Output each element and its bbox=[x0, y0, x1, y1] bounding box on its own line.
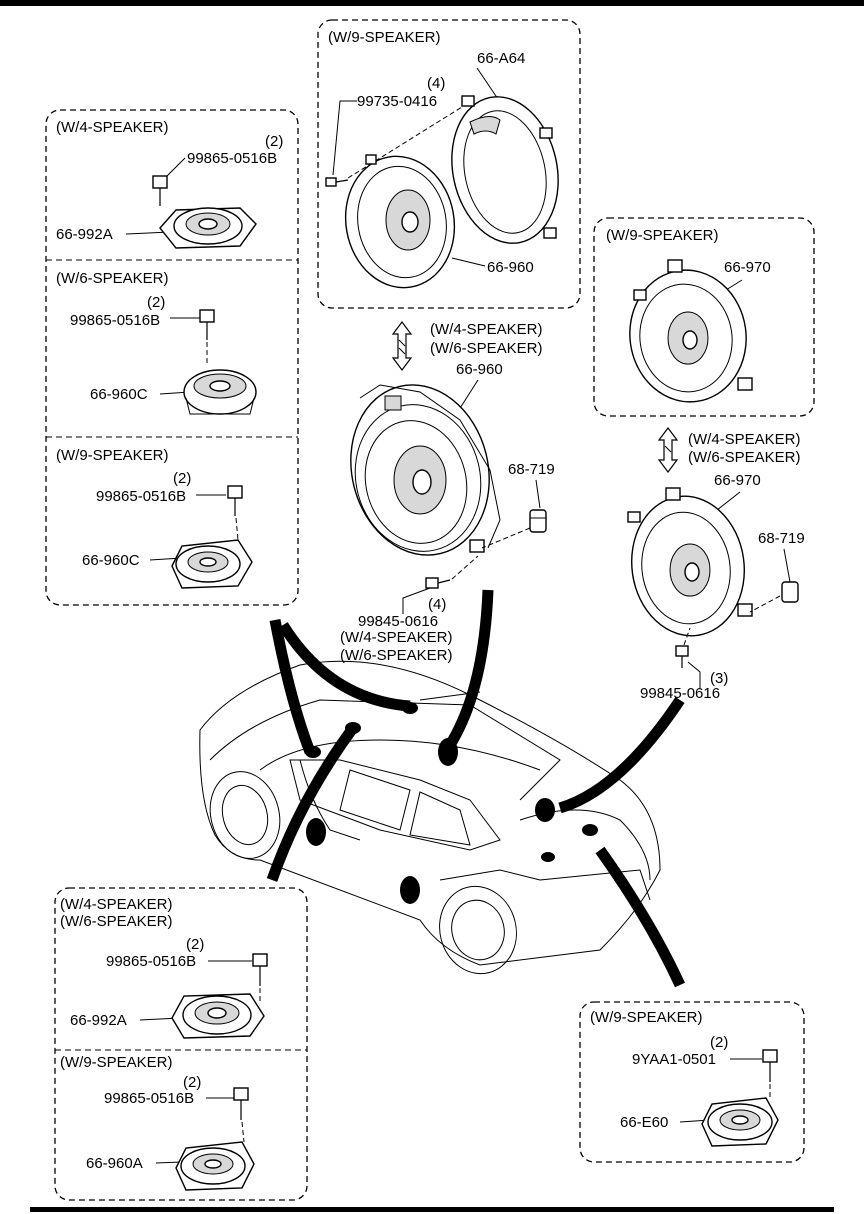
tweeter-part-number: 66-960A bbox=[86, 1155, 143, 1172]
qty-label: (2) bbox=[173, 470, 191, 487]
speaker-location-markers bbox=[305, 702, 598, 904]
box-title: (W/9-SPEAKER) bbox=[606, 227, 719, 244]
bolt-part-number: 99845-0616 bbox=[640, 685, 720, 702]
tweeter-icon bbox=[183, 369, 257, 415]
speaker-part-number: 66-960 bbox=[487, 259, 534, 276]
bolt-icon bbox=[233, 1087, 249, 1120]
tweeter-icon bbox=[175, 1141, 255, 1191]
variant-note: (W/6-SPEAKER) bbox=[430, 340, 543, 357]
variant-note: (W/4-SPEAKER) bbox=[688, 431, 801, 448]
clip-part-number: 68-719 bbox=[508, 461, 555, 478]
clip-part-number: 68-719 bbox=[758, 530, 805, 547]
speaker-bracket-icon bbox=[451, 95, 559, 244]
bolt-icon bbox=[199, 309, 215, 340]
qty-label: (4) bbox=[428, 596, 446, 613]
bolt-part-number: 99865-0516B bbox=[70, 312, 160, 329]
variant-note: (W/6-SPEAKER) bbox=[688, 449, 801, 466]
center-assembly: (W/4-SPEAKER) (W/6-SPEAKER) 66-960 68-71… bbox=[340, 321, 555, 664]
bolt-icon bbox=[152, 175, 168, 206]
speaker-part-number: 66-970 bbox=[714, 472, 761, 489]
speaker-icon bbox=[629, 259, 753, 403]
bolt-part-number: 99865-0516B bbox=[106, 953, 196, 970]
bolt-part-number: 99865-0516B bbox=[187, 150, 277, 167]
box-title: (W/4-SPEAKER) bbox=[60, 896, 173, 913]
bolt-icon bbox=[675, 645, 689, 668]
bolt-icon bbox=[227, 485, 243, 516]
variant-note: (W/4-SPEAKER) bbox=[430, 321, 543, 338]
box-title: (W/9-SPEAKER) bbox=[56, 447, 169, 464]
bolt-part-number: 99845-0616 bbox=[358, 613, 438, 630]
bolt-icon bbox=[252, 953, 268, 986]
tweeter-icon bbox=[171, 993, 265, 1039]
box-left: (W/4-SPEAKER) (2) 99865-0516B 66-992A (W… bbox=[45, 109, 299, 606]
box-title: (W/9-SPEAKER) bbox=[590, 1009, 703, 1026]
box-bottom-right: (W/9-SPEAKER) (2) 9YAA1-0501 66-E60 bbox=[579, 1001, 805, 1163]
box-bottom-left: (W/4-SPEAKER) (W/6-SPEAKER) (2) 99865-05… bbox=[54, 887, 308, 1201]
qty-label: (2) bbox=[183, 1074, 201, 1091]
vehicle-illustration bbox=[199, 589, 685, 988]
box-title: (W/6-SPEAKER) bbox=[60, 913, 173, 930]
tweeter-part-number: 66-960C bbox=[82, 552, 140, 569]
box-top-center: (W/9-SPEAKER) (4) 99735-0416 66-A64 66-9… bbox=[317, 19, 581, 309]
qty-label: (2) bbox=[710, 1034, 728, 1051]
box-right: (W/9-SPEAKER) 66-970 bbox=[593, 217, 815, 417]
speaker-part-number: 66-960 bbox=[456, 361, 503, 378]
tweeter-icon bbox=[171, 539, 253, 589]
bolt-icon bbox=[325, 177, 349, 187]
bolt-part-number: 9YAA1-0501 bbox=[632, 1051, 716, 1068]
speaker-icon bbox=[344, 154, 456, 289]
top-border bbox=[0, 0, 864, 6]
bolt-part-number: 99735-0416 bbox=[357, 93, 437, 110]
tweeter-part-number: 66-992A bbox=[56, 226, 113, 243]
clip-icon bbox=[781, 581, 799, 603]
right-assembly: (W/4-SPEAKER) (W/6-SPEAKER) 66-970 68-71… bbox=[627, 427, 805, 702]
qty-label: (2) bbox=[186, 936, 204, 953]
qty-label: (2) bbox=[147, 294, 165, 311]
swap-arrow-icon bbox=[391, 321, 413, 371]
tweeter-icon bbox=[159, 207, 257, 249]
box-title: (W/4-SPEAKER) bbox=[56, 119, 169, 136]
box-title: (W/9-SPEAKER) bbox=[328, 29, 441, 46]
clip-icon bbox=[529, 509, 547, 533]
tweeter-part-number: 66-960C bbox=[90, 386, 148, 403]
bracket-part-number: 66-A64 bbox=[477, 50, 525, 67]
swap-arrow-icon bbox=[657, 427, 679, 473]
bolt-icon bbox=[762, 1049, 778, 1082]
bottom-border bbox=[30, 1207, 834, 1212]
bolt-part-number: 99865-0516B bbox=[96, 488, 186, 505]
box-title: (W/9-SPEAKER) bbox=[60, 1054, 173, 1071]
qty-label: (4) bbox=[427, 75, 445, 92]
variant-note: (W/4-SPEAKER) bbox=[340, 629, 453, 646]
speaker-part-number: 66-970 bbox=[724, 259, 771, 276]
bolt-icon bbox=[425, 577, 451, 589]
qty-label: (3) bbox=[710, 670, 728, 687]
speaker-icon bbox=[627, 487, 753, 637]
box-title: (W/6-SPEAKER) bbox=[56, 270, 169, 287]
speaker-icon bbox=[350, 384, 501, 556]
tweeter-part-number: 66-992A bbox=[70, 1012, 127, 1029]
tweeter-icon bbox=[701, 1097, 779, 1147]
tweeter-part-number: 66-E60 bbox=[620, 1114, 668, 1131]
qty-label: (2) bbox=[265, 133, 283, 150]
bolt-part-number: 99865-0516B bbox=[104, 1090, 194, 1107]
variant-note: (W/6-SPEAKER) bbox=[340, 647, 453, 664]
